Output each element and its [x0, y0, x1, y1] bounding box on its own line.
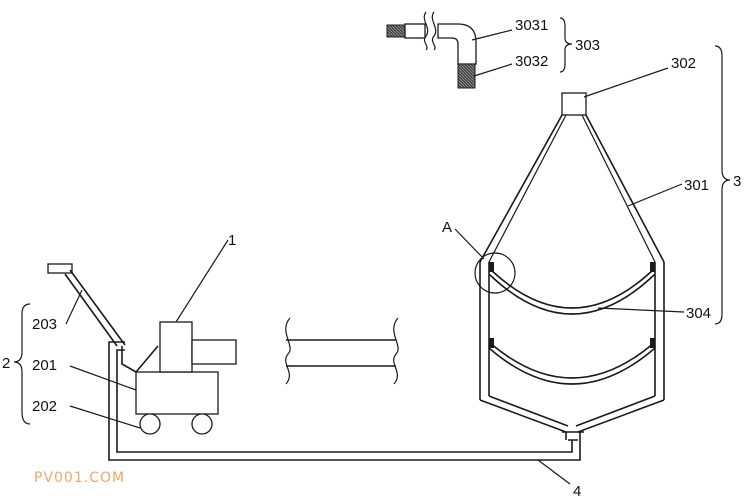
connector-left-end: [386, 24, 406, 38]
tray-clip-ul: [489, 262, 494, 272]
tray-lower: [488, 341, 656, 385]
label-302: 302: [671, 55, 696, 72]
drain-valve: [562, 431, 584, 441]
connector-bottom-end: [457, 63, 476, 89]
tank-assembly: [454, 45, 731, 441]
leader-202: [69, 405, 141, 429]
leader-3032: [473, 63, 513, 77]
brace-2: [13, 303, 31, 425]
leader-3031: [471, 29, 513, 41]
cart-wheel-left: [139, 413, 161, 435]
leader-301: [627, 183, 683, 207]
pump-outlet: [191, 339, 237, 365]
label-301: 301: [684, 177, 709, 194]
cart-body: [135, 371, 219, 415]
connector-break-marks: [423, 11, 437, 51]
leader-302: [583, 67, 669, 98]
handle-bar: [64, 269, 126, 347]
leader-a: [454, 228, 485, 260]
pump-body: [159, 321, 193, 373]
tray-upper: [488, 267, 656, 315]
label-201: 201: [32, 357, 57, 374]
label-3031: 3031: [515, 17, 548, 34]
label-202: 202: [32, 398, 57, 415]
cart-wheel-right: [191, 413, 213, 435]
label-2: 2: [2, 355, 10, 372]
brace-303: [559, 17, 573, 73]
leader-203: [65, 289, 83, 325]
leader-1: [175, 239, 229, 323]
label-203: 203: [32, 316, 57, 333]
hose-break-segment: [285, 317, 399, 385]
label-303: 303: [575, 37, 600, 54]
detail-circle-a: [474, 252, 516, 294]
tray-clip-lr: [650, 338, 655, 348]
cart-assembly: [13, 239, 237, 435]
pipe-connector-detail: [386, 11, 573, 89]
tank-cone-inner: [488, 114, 656, 263]
cart-frame: [121, 345, 159, 373]
hose-break-right: [393, 317, 399, 385]
label-1: 1: [228, 232, 236, 249]
hose-break-left: [285, 317, 291, 385]
connector-horizontal-segment: [404, 23, 426, 39]
label-4: 4: [573, 483, 581, 500]
leader-4: [537, 459, 571, 485]
leader-304: [597, 307, 685, 313]
tank-cone-outer: [479, 114, 665, 263]
tray-clip-ll: [489, 338, 494, 348]
connector-elbow: [437, 23, 477, 65]
tank-bottom-cone: [479, 395, 665, 433]
tank-top-cap: [561, 92, 587, 116]
pipe-inner: [116, 349, 573, 453]
handle-grip: [47, 263, 73, 274]
label-3032: 3032: [515, 53, 548, 70]
brace-3: [714, 45, 731, 325]
label-3: 3: [733, 173, 741, 190]
leader-201: [69, 365, 137, 391]
label-304: 304: [686, 305, 711, 322]
label-a: A: [442, 219, 452, 236]
watermark: PV001.COM: [34, 470, 125, 486]
hose-lines: [286, 339, 396, 367]
tray-clip-ur: [650, 262, 655, 272]
tank-body-walls: [479, 262, 665, 400]
